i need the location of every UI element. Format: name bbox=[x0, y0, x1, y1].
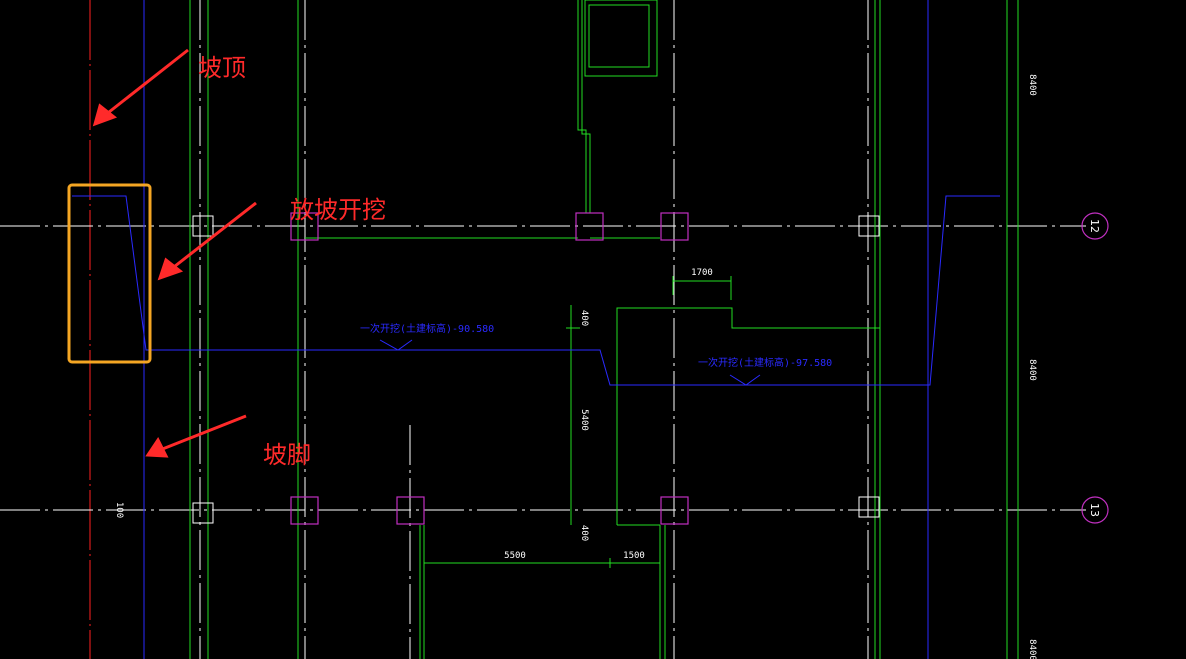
dimension-100: 100 bbox=[114, 502, 124, 518]
dimension-1500: 1500 bbox=[623, 551, 645, 561]
red-arrow-icon bbox=[145, 414, 247, 458]
annotation-slope-excavation: 放坡开挖 bbox=[290, 196, 386, 224]
grid-lines bbox=[0, 0, 1086, 659]
axis-marker-12: 12 bbox=[1081, 212, 1109, 240]
elevation-label-right: 一次开挖(土建标高)-97.580 bbox=[698, 356, 832, 369]
elevation-label-left: 一次开挖(土建标高)-90.580 bbox=[360, 322, 494, 335]
slope-highlight-box bbox=[67, 183, 152, 364]
dimension-8400-a: 8400 bbox=[1027, 74, 1037, 96]
red-arrow-icon bbox=[92, 48, 189, 127]
dimension-5400: 5400 bbox=[579, 409, 589, 431]
annotation-slope-top: 坡顶 bbox=[198, 54, 246, 82]
column-markers bbox=[290, 212, 689, 525]
dimension-400-top: 400 bbox=[579, 310, 589, 326]
dimension-8400-c: 8400 bbox=[1027, 639, 1037, 659]
dimension-8400-b: 8400 bbox=[1027, 359, 1037, 381]
svg-text:13: 13 bbox=[1088, 503, 1101, 517]
blue-structure-lines bbox=[143, 0, 929, 659]
dimension-1700: 1700 bbox=[691, 268, 713, 278]
green-structure-lines bbox=[189, 0, 1019, 659]
dimension-400-bottom: 400 bbox=[579, 525, 589, 541]
axis-marker-13: 13 bbox=[1081, 496, 1109, 524]
annotation-slope-toe: 坡脚 bbox=[263, 441, 311, 469]
dimension-5500: 5500 bbox=[504, 551, 526, 561]
red-arrow-icon bbox=[157, 201, 257, 281]
svg-text:12: 12 bbox=[1088, 219, 1101, 233]
excavation-contour bbox=[72, 195, 1000, 386]
white-markers bbox=[192, 215, 880, 524]
